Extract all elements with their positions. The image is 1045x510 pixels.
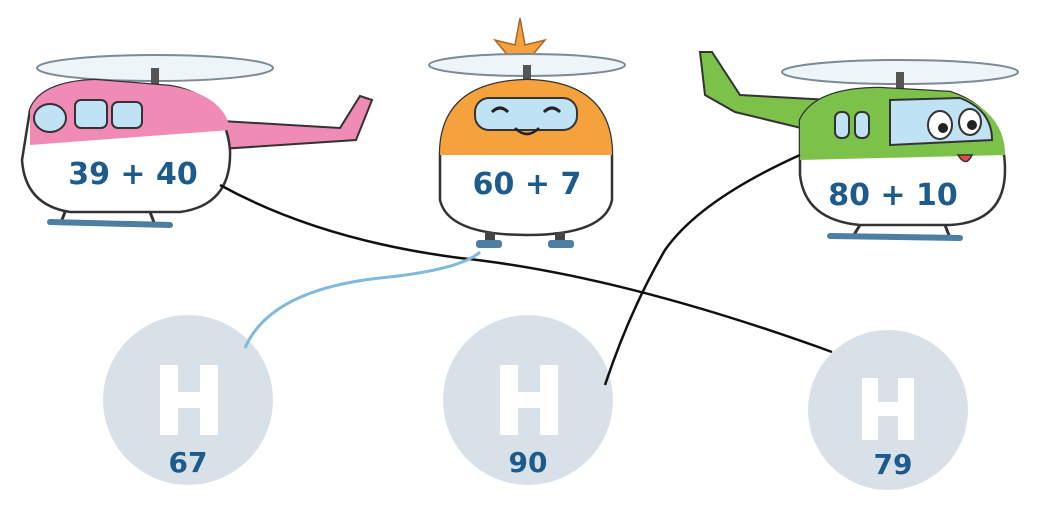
smile	[514, 127, 540, 136]
rotor-mast	[896, 72, 904, 94]
pupil	[967, 120, 977, 130]
helicopter-60-plus-7[interactable]: 60 + 7	[428, 17, 626, 248]
helipad-90[interactable]: 90	[443, 315, 613, 485]
window	[834, 111, 850, 139]
window	[111, 101, 143, 129]
connector-line-39-plus-40-to-79	[219, 183, 833, 354]
mouth	[956, 154, 974, 163]
pupil	[938, 123, 948, 133]
helipad-79[interactable]: 79	[808, 330, 968, 490]
connector-line-60-plus-7-to-67	[243, 250, 482, 349]
expression: 60 + 7	[473, 167, 582, 202]
foot	[548, 240, 574, 248]
helipad-value: 90	[509, 446, 548, 479]
visor	[474, 97, 578, 131]
eyes	[490, 106, 562, 114]
helicopter-80-plus-10[interactable]: 80 + 10	[698, 51, 1019, 241]
h-letter-icon	[500, 365, 558, 435]
connector-line-80-plus-10-to-90	[603, 153, 801, 386]
window	[74, 99, 108, 129]
foot	[476, 240, 502, 248]
expression: 80 + 10	[828, 178, 958, 213]
helicopter-39-plus-40[interactable]: 39 + 40	[20, 54, 374, 228]
tail-fin	[492, 17, 548, 59]
helipad-value: 79	[874, 448, 913, 481]
leg	[485, 232, 495, 242]
expression: 39 + 40	[68, 157, 198, 192]
h-letter-icon	[160, 365, 218, 435]
helipad-value: 67	[169, 446, 208, 479]
rotor-mast	[523, 65, 531, 85]
leg	[555, 232, 565, 242]
window	[854, 111, 870, 139]
cockpit-window	[33, 103, 67, 133]
landing-skid	[47, 219, 173, 228]
landing-skid	[827, 233, 963, 241]
helipad-67[interactable]: 67	[103, 315, 273, 485]
rotor-mast	[151, 68, 159, 90]
h-letter-icon	[862, 378, 914, 440]
